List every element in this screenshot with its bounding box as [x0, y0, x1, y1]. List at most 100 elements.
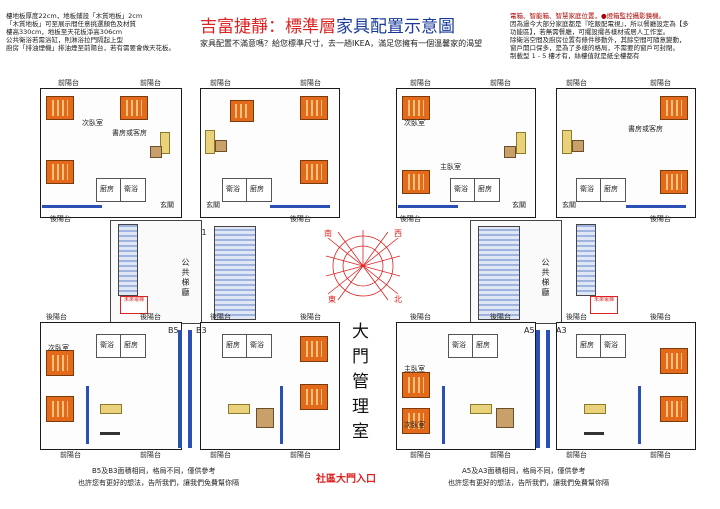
table-icon [496, 408, 514, 428]
kitchen-label: 廚房 [604, 185, 618, 193]
rear-balcony-label: 後陽台 [50, 215, 71, 223]
note-left-1: 樓地板厚度22cm，地板鋪設「木質地板」2cm [6, 12, 143, 20]
kitchen-room [474, 178, 500, 202]
front-balcony-label: 前陽台 [490, 451, 511, 459]
bathroom-room [450, 178, 476, 202]
unit-label-a3: A3 [556, 326, 567, 335]
bathroom-label: 衛浴 [124, 185, 138, 193]
page-subtitle: 家具配置不滿意嗎？給您標準尺寸，去一趟IKEA，滿足您擁有一個溫馨家的渴望 [200, 39, 483, 48]
bathroom-label: 衛浴 [226, 185, 240, 193]
rear-balcony-label: 後陽台 [650, 215, 671, 223]
bed-icon [46, 160, 74, 184]
bathroom-label: 衛浴 [100, 341, 114, 349]
entrance-label: 玄關 [512, 201, 526, 209]
front-balcony-label: 前陽台 [290, 451, 311, 459]
kitchen-room [576, 334, 602, 358]
future-elevator: 未來電梯 [120, 296, 148, 314]
glass-window [270, 205, 330, 208]
bed-icon [46, 350, 74, 376]
stairs-label: 公共梯廳 [541, 258, 550, 298]
sofa-icon [100, 404, 122, 414]
front-balcony-label: 前陽台 [58, 79, 79, 87]
table-icon [215, 140, 227, 152]
note-left-4: 公共衛浴若需浴缸，則淋浴拉門隔起上型 [6, 36, 123, 44]
glass-window [626, 205, 686, 208]
rear-balcony-label: 後陽台 [410, 313, 431, 321]
kitchen-room [120, 334, 146, 358]
bathroom-label: 衛浴 [452, 341, 466, 349]
footer-left-line1: B5及B3面積相同，格局不同，僅供參考 [92, 467, 216, 475]
bed-icon [300, 160, 328, 184]
bed-icon [402, 170, 430, 194]
note-left-3: 樓高330cm，地板至天花板淨高306cm [6, 28, 123, 36]
front-balcony-label: 前陽台 [410, 451, 431, 459]
bed-icon [660, 348, 688, 374]
glass-window [280, 386, 283, 444]
elevator-label: 未來電梯 [123, 297, 144, 303]
compass-diagram: 南 西 東 北 [318, 226, 408, 306]
footer-right-line2: 也許您有更好的想法，告所我們，讓我們免費幫你隔 [448, 479, 609, 487]
note-right-3: 功能區】，若無需餐廳，可擺設擺各樣材或居人工作室。 [510, 28, 670, 36]
table-icon [572, 140, 584, 152]
sofa-icon [470, 404, 492, 414]
sofa-icon [160, 132, 170, 154]
compass-rose [325, 230, 401, 301]
kitchen-label: 廚房 [124, 341, 138, 349]
master-bedroom-label: 主臥室 [440, 163, 461, 171]
community-gate-label: 社區大門入口 [316, 474, 376, 485]
stair-shaft [478, 226, 520, 320]
rear-balcony-label: 後陽台 [210, 313, 231, 321]
sofa-icon [562, 130, 572, 154]
front-balcony-label: 前陽台 [566, 451, 587, 459]
entrance-label: 玄關 [160, 201, 174, 209]
rear-balcony-label: 後陽台 [290, 215, 311, 223]
bed-icon [402, 96, 430, 120]
bathroom-room [600, 334, 626, 358]
kitchen-label: 廚房 [100, 185, 114, 193]
glass-window [398, 205, 458, 208]
glass-window [42, 205, 102, 208]
bathroom-label: 衛浴 [454, 185, 468, 193]
bed-icon [402, 372, 430, 398]
corridor-glass [178, 330, 182, 448]
title-rest: 家具配置示意圖 [336, 17, 455, 37]
title-main: 標準層 [285, 17, 336, 37]
second-bedroom-label: 次臥室 [82, 119, 103, 127]
bed-icon [660, 170, 688, 194]
kitchen-room [222, 334, 248, 358]
unit-label-b3: B3 [196, 326, 207, 335]
stair-shaft [576, 224, 596, 296]
tv-icon [584, 432, 604, 435]
corridor-glass [546, 330, 550, 448]
front-balcony-label: 前陽台 [650, 79, 671, 87]
bed-icon [46, 96, 74, 120]
sofa-icon [228, 404, 250, 414]
kitchen-room [472, 334, 498, 358]
kitchen-label: 廚房 [478, 185, 492, 193]
footer-left-line2: 也許您有更好的想法，告所我們，讓我們免費幫你隔 [78, 479, 239, 487]
note-left-2: 「木質地板」可至展示間任意挑選顏色及材質 [6, 20, 136, 28]
front-balcony-label: 前陽台 [566, 79, 587, 87]
stairs-label: 公共梯廳 [181, 258, 190, 298]
sofa-icon [584, 404, 606, 414]
unit-label-b5: B5 [168, 326, 179, 335]
note-right-4: 除衛浴空間及廚房位置有條件移動外，其餘空間可隨意變動， [510, 36, 686, 44]
study-label: 書房或客房 [628, 125, 663, 133]
stair-shaft [214, 226, 256, 320]
rear-balcony-label: 後陽台 [300, 313, 321, 321]
second-bedroom-label: 次臥室 [404, 421, 425, 429]
stair-shaft [118, 224, 138, 296]
bed-icon [120, 96, 148, 120]
note-right-2: 因為過今大部分家庭都是『吃飯配電視』，所以餐廳設定為【多 [510, 20, 689, 28]
rear-balcony-label: 後陽台 [46, 313, 67, 321]
note-right-6: 制載型 1 - 5 樓才有，絲樓值就是紙全樓都有 [510, 52, 640, 60]
rear-balcony-label: 後陽台 [566, 313, 587, 321]
kitchen-room [600, 178, 626, 202]
compass-north: 北 [394, 295, 402, 304]
rear-balcony-label: 後陽台 [140, 313, 161, 321]
front-balcony-label: 前陽台 [490, 79, 511, 87]
entrance-label: 玄關 [206, 201, 220, 209]
bed-icon [300, 336, 328, 362]
sofa-icon [516, 132, 526, 154]
front-balcony-label: 前陽台 [210, 451, 231, 459]
